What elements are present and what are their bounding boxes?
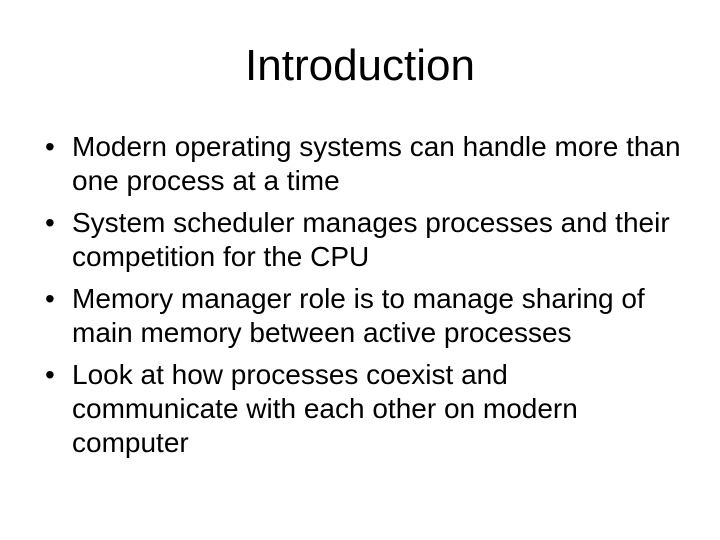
list-item: • Look at how processes coexist and comm…: [45, 358, 681, 460]
bullet-icon: •: [45, 283, 55, 314]
list-item: • System scheduler manages processes and…: [45, 206, 681, 274]
bullet-icon: •: [45, 131, 55, 162]
bullet-list: • Modern operating systems can handle mo…: [45, 130, 681, 460]
list-item: • Memory manager role is to manage shari…: [45, 282, 681, 350]
bullet-text: Memory manager role is to manage sharing…: [72, 283, 645, 348]
list-item: • Modern operating systems can handle mo…: [45, 130, 681, 198]
bullet-text: System scheduler manages processes and t…: [72, 207, 670, 272]
bullet-icon: •: [45, 207, 55, 238]
slide-title: Introduction: [245, 41, 475, 90]
bullet-icon: •: [45, 359, 55, 390]
bullet-text: Look at how processes coexist and commun…: [72, 359, 578, 458]
bullet-text: Modern operating systems can handle more…: [72, 131, 681, 196]
